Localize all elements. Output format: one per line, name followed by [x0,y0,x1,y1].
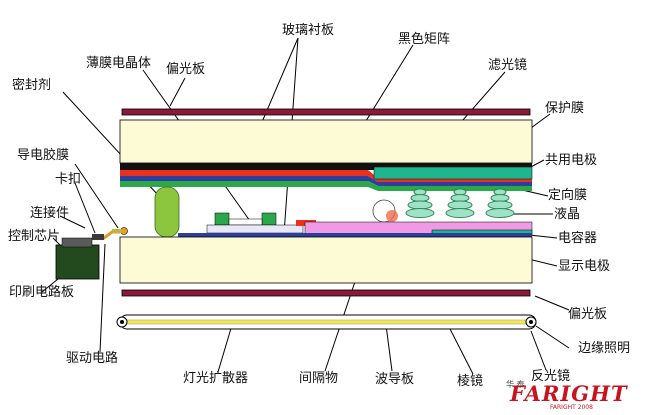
sealant [154,186,180,238]
alignment-film-layer [120,181,532,191]
label-liquid-crystal: 液晶 [554,207,581,222]
label-capacitor: 电容器 [558,231,598,246]
label-prism: 棱镜 [457,374,484,389]
logo-tagline: FARIGHT 2008 [550,404,593,411]
fairight-logo: 华 泰 FARIGHT FARIGHT 2008 [506,380,638,411]
bottom-glass-substrate [119,236,533,284]
backlight-unit [116,314,537,330]
logo-brand: FARIGHT [510,381,628,406]
printed-circuit-board [55,244,100,280]
label-common-electrode: 共用电极 [545,153,598,168]
bottom-polarizer [121,289,531,297]
label-clip: 卡扣 [55,172,82,187]
label-display-electrode: 显示电极 [558,259,611,274]
label-conductive-film: 导电胶膜 [17,148,70,163]
label-black-matrix: 黑色矩阵 [398,32,451,47]
label-lamp-diffuser: 灯光扩散器 [183,371,249,386]
label-alignment-film: 定向膜 [548,188,588,203]
label-pcb: 印刷电路板 [9,285,75,300]
label-edge-lighting: 边缘照明 [578,341,631,356]
top-polarizer [121,108,531,116]
label-connector: 连接件 [30,206,70,221]
connector [92,234,104,240]
label-protective-film: 保护膜 [545,101,585,116]
label-glass-substrate: 玻璃衬板 [282,23,335,38]
label-control-chip: 控制芯片 [8,229,61,244]
bottom-electrode-line [178,233,532,237]
color-filter [373,166,533,180]
label-tft: 薄膜电晶体 [86,56,152,71]
label-reflector: 反光镜 [531,369,571,384]
label-spacer: 间隔物 [299,371,339,386]
label-filter: 滤光镜 [488,58,528,73]
logo-chinese: 华 泰 [506,380,525,389]
label-sealant: 密封剂 [12,78,52,93]
control-chip [61,237,93,248]
liquid-crystal-stacks [405,188,515,218]
label-polarizer-bottom: 偏光板 [568,307,608,322]
conductive-film [112,229,122,233]
label-polarizer-top: 偏光板 [166,62,206,77]
label-driver-circuit: 驱动电路 [66,351,119,366]
thin-film-transistor [206,212,316,234]
label-light-guide: 波导板 [375,372,415,387]
top-glass-substrate [119,119,533,164]
